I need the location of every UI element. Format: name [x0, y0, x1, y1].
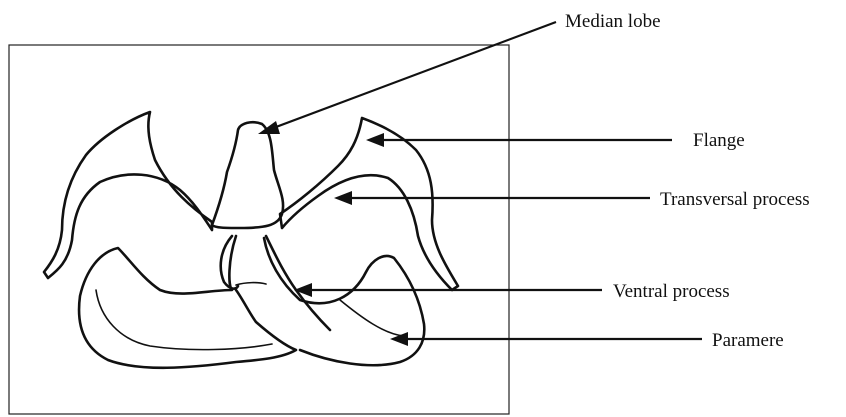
paramere-inner-line	[96, 290, 272, 350]
label-ventral-process: Ventral process	[613, 281, 730, 302]
left-paramere-outline	[79, 236, 296, 368]
right-ventral-process-outline	[266, 236, 330, 330]
label-transversal-process: Transversal process	[660, 189, 810, 210]
label-paramere: Paramere	[712, 330, 784, 351]
leader-line-median-lobe	[268, 22, 556, 130]
label-median-lobe: Median lobe	[565, 11, 661, 32]
right-flange-outline	[280, 118, 458, 290]
arrowhead-transversal-process	[334, 191, 352, 205]
left-flange-outline	[44, 112, 212, 278]
label-flange: Flange	[693, 130, 745, 151]
paramere-inner-line-right	[340, 300, 404, 336]
leader-paramere	[390, 332, 702, 346]
leader-transversal-process	[334, 191, 650, 205]
arrowhead-flange	[366, 133, 384, 147]
leader-median-lobe	[258, 22, 556, 134]
basal-piece-line	[236, 283, 266, 285]
arrowhead-ventral-process	[294, 283, 312, 297]
specimen-drawing	[44, 112, 458, 368]
median-lobe-outline	[212, 122, 283, 228]
